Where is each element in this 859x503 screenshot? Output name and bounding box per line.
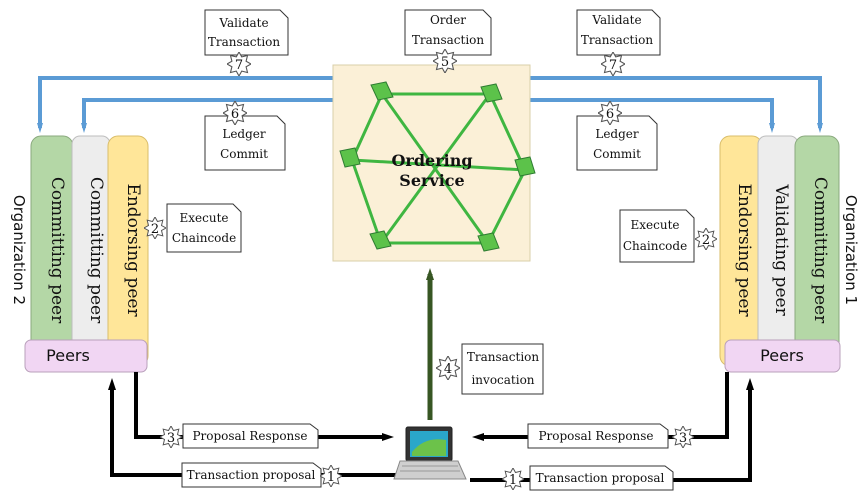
note-execute-left-line1: Execute bbox=[179, 211, 228, 225]
organization-1: Endorsing peer Validating peer Committin… bbox=[719, 135, 859, 373]
note-commit-left: Ledger Commit 6 bbox=[204, 101, 286, 171]
note-response-left-text: Proposal Response bbox=[192, 429, 307, 443]
org2-peers-label: Peers bbox=[46, 346, 90, 365]
org2-col1-label: Committing peer bbox=[47, 177, 67, 324]
org2-col2-label: Committing peer bbox=[86, 177, 106, 324]
note-order: Order Transaction 5 bbox=[404, 9, 492, 73]
note-execute-right-line1: Execute bbox=[630, 218, 679, 232]
step-6-right: 6 bbox=[606, 107, 614, 122]
note-order-line1: Order bbox=[430, 13, 466, 27]
note-validate-left-line2: Transaction bbox=[208, 35, 281, 49]
note-validate-right: Validate Transaction 7 bbox=[576, 9, 661, 76]
step-1-left: 1 bbox=[327, 470, 335, 485]
step-5: 5 bbox=[441, 55, 449, 70]
note-invocation-line1: Transaction bbox=[467, 350, 540, 364]
step-3-left: 3 bbox=[167, 431, 175, 446]
note-validate-right-line1: Validate bbox=[591, 13, 641, 27]
step-2-right: 2 bbox=[702, 233, 710, 248]
organization-2: Committing peer Committing peer Endorsin… bbox=[10, 135, 149, 373]
step-2-left: 2 bbox=[151, 222, 159, 237]
note-execute-right: Execute Chaincode 2 bbox=[619, 209, 717, 263]
note-commit-left-line2: Commit bbox=[220, 147, 268, 161]
note-execute-left: Execute Chaincode 2 bbox=[144, 203, 242, 253]
note-validate-left: Validate Transaction 7 bbox=[204, 9, 289, 76]
note-invocation-line2: invocation bbox=[471, 373, 534, 387]
note-response-right-text: Proposal Response bbox=[538, 429, 653, 443]
note-proposal-right: Transaction proposal 1 bbox=[502, 465, 674, 491]
note-proposal-right-text: Transaction proposal bbox=[536, 471, 665, 485]
step-3-right: 3 bbox=[679, 431, 687, 446]
org2-label: Organization 2 bbox=[10, 195, 28, 305]
step-6-left: 6 bbox=[231, 107, 239, 122]
ordering-service-line2: Service bbox=[399, 171, 464, 190]
note-proposal-left-text: Transaction proposal bbox=[187, 468, 316, 482]
note-commit-right: Ledger Commit 6 bbox=[576, 101, 658, 171]
org2-col3-label: Endorsing peer bbox=[123, 183, 143, 317]
validate-arrows bbox=[37, 76, 823, 133]
note-invocation: Transaction invocation 4 bbox=[436, 343, 544, 395]
note-order-line2: Transaction bbox=[412, 33, 485, 47]
step-4: 4 bbox=[444, 362, 452, 377]
note-response-left: Proposal Response 3 bbox=[160, 423, 319, 449]
org1-label: Organization 1 bbox=[842, 195, 859, 305]
step-1-right: 1 bbox=[509, 473, 517, 488]
note-response-right: Proposal Response 3 bbox=[527, 423, 694, 449]
ordering-service: Ordering Service bbox=[332, 64, 536, 262]
org1-peers-label: Peers bbox=[760, 346, 804, 365]
note-commit-left-line1: Ledger bbox=[222, 127, 266, 141]
note-validate-right-line2: Transaction bbox=[581, 33, 654, 47]
note-commit-right-line2: Commit bbox=[593, 147, 641, 161]
note-execute-left-line2: Chaincode bbox=[172, 231, 236, 245]
note-proposal-left: Transaction proposal 1 bbox=[181, 462, 342, 488]
laptop-icon bbox=[393, 426, 467, 480]
org1-col1-label: Endorsing peer bbox=[734, 183, 754, 317]
org1-col3-label: Committing peer bbox=[810, 177, 830, 324]
note-validate-left-line1: Validate bbox=[218, 16, 268, 30]
step-7-left: 7 bbox=[235, 58, 243, 73]
note-execute-right-line2: Chaincode bbox=[623, 239, 687, 253]
step-7-right: 7 bbox=[609, 58, 617, 73]
org1-col2-label: Validating peer bbox=[771, 183, 791, 316]
note-commit-right-line1: Ledger bbox=[595, 127, 639, 141]
ordering-service-line1: Ordering bbox=[391, 151, 472, 170]
